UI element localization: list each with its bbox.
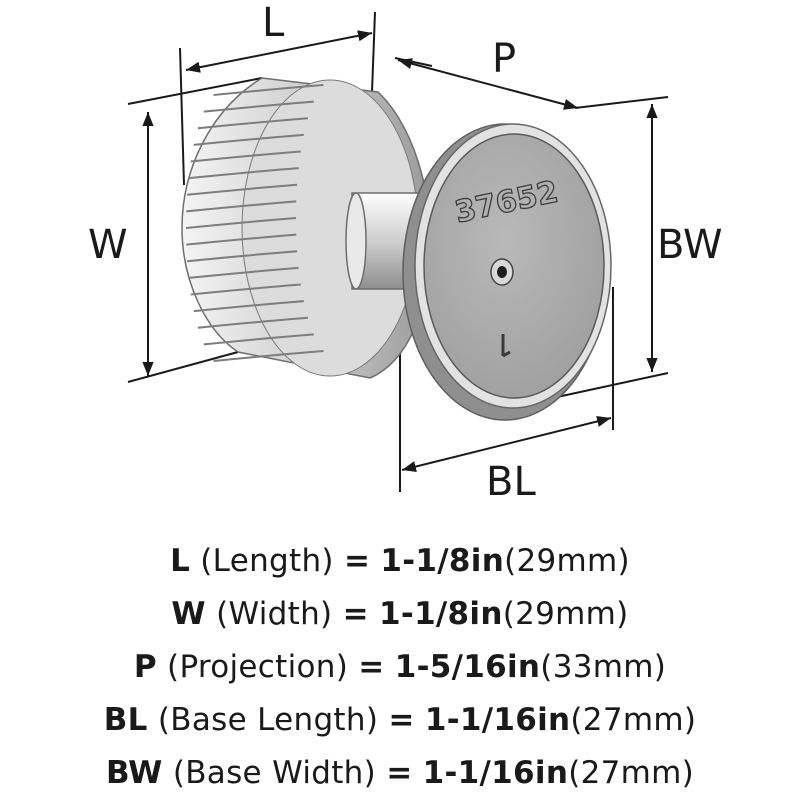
spec-equals: =: [342, 596, 369, 632]
spec-row: P (Projection) = 1-5/16in(33mm): [0, 641, 800, 694]
label-projection: P: [492, 36, 516, 82]
spec-row: BL (Base Length) = 1-1/16in(27mm): [0, 694, 800, 747]
knurl-rib: [203, 333, 314, 346]
knurled-ribs: [185, 84, 324, 362]
spec-code: W: [171, 596, 206, 632]
spec-metric: (27mm): [570, 702, 697, 738]
knurl-rib: [188, 167, 299, 180]
knurl-rib: [213, 350, 324, 362]
spec-code: P: [133, 649, 157, 685]
knurl-rib: [203, 100, 314, 113]
knurl-rib: [187, 250, 298, 263]
knurl-rib: [186, 233, 297, 246]
dimension-arrows: [142, 30, 658, 473]
knurl-rib: [185, 217, 297, 229]
spec-metric: (29mm): [504, 543, 630, 579]
spec-imperial: 1-1/8in: [379, 596, 503, 632]
label-length: L: [262, 0, 285, 46]
knurl-rib: [197, 117, 309, 130]
spec-equals: =: [358, 649, 385, 685]
spec-name: (Base Width): [172, 755, 377, 791]
spec-imperial: 1-5/16in: [394, 649, 541, 685]
spec-name: (Projection): [167, 649, 349, 685]
knurl-rib: [187, 183, 298, 196]
knurl-rib: [213, 84, 324, 96]
alignment-mark: [501, 334, 511, 358]
label-width: W: [88, 222, 128, 268]
spec-name: (Base Length): [157, 702, 379, 738]
spec-code: L: [170, 543, 191, 579]
spec-imperial: 1-1/16in: [424, 702, 571, 738]
spec-row: W (Width) = 1-1/8in(29mm): [0, 588, 800, 641]
knurl-rib: [190, 150, 301, 163]
spec-metric: (27mm): [568, 755, 695, 791]
spec-equals: =: [388, 702, 415, 738]
knurl-rib: [190, 283, 301, 296]
spec-imperial: 1-1/16in: [422, 755, 569, 791]
knob-base: 37652: [402, 123, 612, 421]
spec-equals: =: [343, 543, 371, 579]
spec-metric: (33mm): [540, 649, 667, 685]
knob-dimension-drawing: L W P BW BL 37652: [88, 0, 723, 505]
spec-metric: (29mm): [502, 596, 629, 632]
spec-imperial: 1-1/8in: [380, 543, 505, 579]
spec-row: L (Length) = 1-1/8in(29mm): [0, 535, 800, 588]
spec-name: (Width): [216, 596, 333, 632]
knurl-rib: [188, 266, 299, 279]
label-base-length: BL: [486, 459, 536, 505]
spec-equals: =: [386, 755, 413, 791]
spec-code: BL: [103, 702, 148, 738]
knurled-knob-body: [181, 77, 432, 379]
spec-row: BW (Base Width) = 1-1/16in(27mm): [0, 747, 800, 800]
knurl-rib: [193, 300, 304, 313]
knurl-rib: [197, 316, 309, 329]
spec-code: BW: [105, 755, 163, 791]
knurl-rib: [186, 200, 297, 213]
knurl-rib: [193, 133, 304, 146]
label-base-width: BW: [657, 222, 723, 268]
dimension-specs: L (Length) = 1-1/8in(29mm)W (Width) = 1-…: [0, 535, 800, 800]
spec-name: (Length): [200, 543, 334, 579]
